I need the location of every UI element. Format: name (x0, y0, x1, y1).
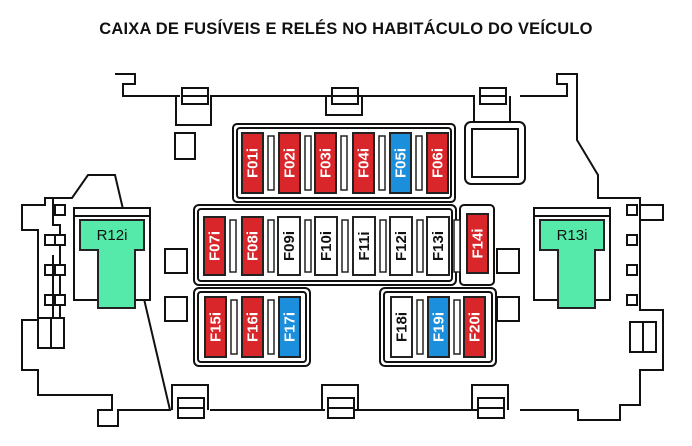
fuse-separator (229, 219, 237, 273)
fuse-separator (267, 219, 275, 273)
fuse-label: F15i (208, 312, 225, 342)
fuse-label: F05i (393, 148, 410, 178)
fuse-body (389, 216, 413, 276)
relay-label: R12i (97, 227, 128, 244)
fuse-separator (341, 219, 349, 273)
fuse-separator (378, 135, 386, 191)
fuse-body (241, 132, 264, 194)
fuse-label: F10i (318, 231, 335, 261)
fuse-f15i[interactable]: F15i (204, 296, 238, 358)
relay-body (79, 219, 145, 309)
fuse-separator (379, 219, 387, 273)
relay-label: R13i (557, 227, 588, 244)
fuse-f20i[interactable]: F20i (463, 296, 486, 358)
fuse-f08i[interactable]: F08i (241, 216, 275, 276)
fuse-label: F06i (430, 148, 447, 178)
fuse-body (241, 216, 264, 276)
fuse-label: F03i (318, 148, 335, 178)
fuse-f11i[interactable]: F11i (352, 216, 387, 276)
relay-r12i[interactable]: R12i (79, 219, 145, 309)
fuse-f07i[interactable]: F07i (203, 216, 237, 276)
fuse-body (390, 296, 413, 358)
fuse-f12i[interactable]: F12i (389, 216, 424, 276)
fuse-label: F08i (245, 231, 262, 261)
fuse-body (466, 213, 489, 274)
fuse-label: F07i (207, 231, 224, 261)
fuse-body (426, 216, 450, 276)
fuse-label: F18i (394, 312, 411, 342)
fuse-separator (267, 299, 275, 355)
fuse-body (352, 216, 376, 276)
fuse-separator (416, 219, 424, 273)
fuse-body (463, 296, 486, 358)
fuse-separator (230, 299, 238, 355)
fuse-f02i[interactable]: F02i (278, 132, 312, 194)
fuse-separator (415, 135, 423, 191)
fuse-label: F02i (282, 148, 299, 178)
fuse-f16i[interactable]: F16i (241, 296, 275, 358)
fuse-body (314, 216, 338, 276)
relay-r13i[interactable]: R13i (539, 219, 605, 309)
fuse-label: F17i (282, 312, 299, 342)
fuse-f14i[interactable]: F14i (466, 213, 489, 274)
fuse-f10i[interactable]: F10i (314, 216, 349, 276)
fuse-body (241, 296, 264, 358)
fuse-separator (340, 135, 348, 191)
fuse-f17i[interactable]: F17i (278, 296, 301, 358)
fuse-f03i[interactable]: F03i (314, 132, 348, 194)
fuse-separator (453, 299, 461, 355)
fuse-f05i[interactable]: F05i (389, 132, 423, 194)
fuse-body (278, 132, 301, 194)
fuse-body (427, 296, 450, 358)
relay-body (539, 219, 605, 309)
diagram-title: CAIXA DE FUSÍVEIS E RELÉS NO HABITÁCULO … (99, 20, 593, 38)
fuse-label: F12i (393, 231, 410, 261)
fuse-label: F19i (431, 312, 448, 342)
fuse-body (389, 132, 412, 194)
fuse-separator (304, 135, 312, 191)
fuse-body (278, 296, 301, 358)
fuse-f18i[interactable]: F18i (390, 296, 424, 358)
fuse-f04i[interactable]: F04i (352, 132, 386, 194)
fuse-f06i[interactable]: F06i (426, 132, 449, 194)
fuse-separator (267, 135, 275, 191)
fuse-separator (304, 219, 312, 273)
fuse-separator (453, 219, 461, 273)
fuse-body (352, 132, 375, 194)
fuse-label: F20i (467, 312, 484, 342)
fuse-f01i[interactable]: F01i (241, 132, 275, 194)
fuse-label: F01i (245, 148, 262, 178)
fuse-body (203, 216, 226, 276)
fuse-label: F04i (356, 148, 373, 178)
fuse-body (204, 296, 227, 358)
fuse-f13i[interactable]: F13i (426, 216, 461, 276)
fuse-body (314, 132, 337, 194)
fuse-label: F14i (470, 228, 487, 258)
fuse-label: F09i (281, 231, 298, 261)
fuse-f09i[interactable]: F09i (277, 216, 312, 276)
fuse-label: F13i (430, 231, 447, 261)
fuse-label: F11i (356, 231, 373, 260)
fuse-f19i[interactable]: F19i (427, 296, 461, 358)
fuse-body (426, 132, 449, 194)
fuse-label: F16i (245, 312, 262, 342)
fuse-body (277, 216, 301, 276)
fuse-separator (416, 299, 424, 355)
